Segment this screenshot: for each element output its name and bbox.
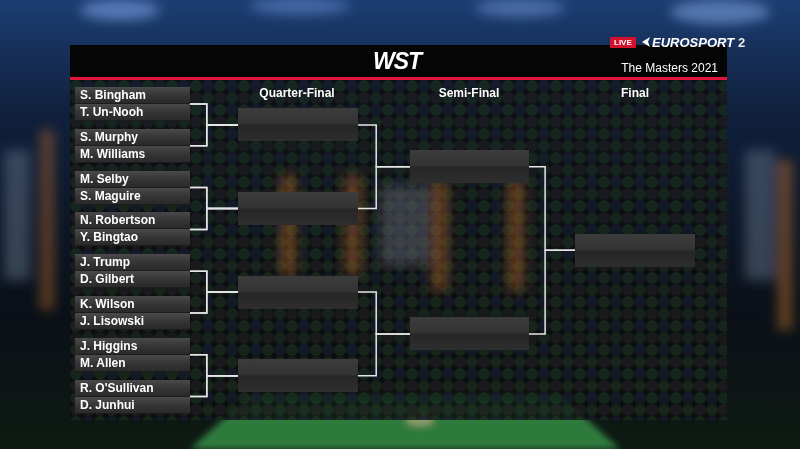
- player-bar: S. Bingham: [75, 87, 190, 104]
- light-blob: [250, 0, 350, 15]
- player-name: Y. Bingtao: [75, 229, 190, 246]
- bracket-line: [529, 250, 575, 334]
- venue-screen: [380, 185, 430, 265]
- player-bar: K. Wilson: [75, 296, 190, 313]
- player-name: J. Lisowski: [75, 313, 190, 330]
- red-rule: [70, 77, 727, 80]
- result-slot: [238, 276, 358, 309]
- result-slot: [575, 234, 695, 267]
- bracket-line: [529, 167, 575, 251]
- bracket-line: [358, 334, 410, 376]
- bracket-line: [190, 209, 238, 230]
- player-bar: J. Higgins: [75, 338, 190, 355]
- pillar: [778, 160, 792, 330]
- player-bar: M. Allen: [75, 355, 190, 372]
- player-name: S. Bingham: [75, 87, 190, 104]
- bracket-line: [190, 376, 238, 397]
- light-blob: [475, 0, 565, 17]
- player-name: J. Higgins: [75, 338, 190, 355]
- player-bar: M. Selby: [75, 171, 190, 188]
- title-text: The Masters 2021: [621, 61, 718, 75]
- venue-column: [432, 180, 448, 290]
- light-blob: [80, 0, 160, 20]
- bracket-line: [190, 104, 238, 125]
- bracket-line: [358, 292, 410, 334]
- player-bar: N. Robertson: [75, 212, 190, 229]
- result-slot: [238, 359, 358, 392]
- eurosport-arrow: [642, 37, 650, 47]
- player-bar: Y. Bingtao: [75, 229, 190, 246]
- round-heading-text: Quarter-Final: [259, 86, 334, 100]
- player-bar: R. O'Sullivan: [75, 380, 190, 397]
- channel-number-text: 2: [738, 35, 745, 50]
- channel-logo-text: EUROSPORT: [652, 35, 734, 50]
- player-name: D. Gilbert: [75, 271, 190, 288]
- player-name: J. Trump: [75, 254, 190, 271]
- result-slot: [410, 317, 529, 350]
- round-heading: Semi-Final: [399, 86, 539, 100]
- live-badge-text: LIVE: [614, 38, 632, 47]
- result-slot: [410, 150, 529, 183]
- round-heading: Final: [565, 86, 705, 100]
- player-bar: T. Un-Nooh: [75, 104, 190, 121]
- top-bar: [70, 45, 727, 77]
- panel-ground: [70, 45, 727, 420]
- bracket-line: [190, 188, 238, 209]
- pillar: [745, 150, 775, 280]
- player-name: S. Murphy: [75, 129, 190, 146]
- player-bar: S. Murphy: [75, 129, 190, 146]
- player-bar: J. Lisowski: [75, 313, 190, 330]
- bracket-line: [190, 209, 238, 230]
- bracket-line: [190, 355, 238, 376]
- venue-column: [508, 180, 524, 290]
- player-name: T. Un-Nooh: [75, 104, 190, 121]
- pillar: [40, 130, 54, 310]
- wst-logo: WST: [352, 48, 442, 75]
- bracket-line: [358, 125, 410, 167]
- wst-logo-text: WST: [373, 48, 421, 74]
- bracket-line: [190, 188, 238, 209]
- bracket-line: [190, 125, 238, 146]
- venue-column: [345, 175, 361, 275]
- bracket-line: [358, 167, 410, 209]
- pillar: [4, 150, 30, 280]
- player-name: M. Selby: [75, 171, 190, 188]
- player-bar: D. Gilbert: [75, 271, 190, 288]
- player-bar: S. Maguire: [75, 188, 190, 205]
- graphic-title: The Masters 2021: [621, 61, 718, 75]
- player-name: N. Robertson: [75, 212, 190, 229]
- player-bar: D. Junhui: [75, 397, 190, 414]
- light-blob: [670, 0, 770, 24]
- bracket-line: [190, 292, 238, 313]
- bracket-line: [190, 355, 238, 376]
- ceiling-lights: [80, 0, 770, 24]
- player-name: M. Allen: [75, 355, 190, 372]
- player-name: D. Junhui: [75, 397, 190, 414]
- live-badge: LIVE: [610, 37, 636, 48]
- player-name: K. Wilson: [75, 296, 190, 313]
- bracket-line: [190, 376, 238, 397]
- player-name: M. Williams: [75, 146, 190, 163]
- result-slot: [238, 192, 358, 225]
- bracket-line: [190, 292, 238, 313]
- result-slot: [238, 108, 358, 141]
- round-heading-text: Semi-Final: [439, 86, 500, 100]
- bracket-line: [190, 271, 238, 292]
- player-bar: M. Williams: [75, 146, 190, 163]
- channel-number: 2: [738, 35, 745, 50]
- venue-column: [280, 175, 296, 275]
- round-heading-text: Final: [621, 86, 649, 100]
- bracket-line: [190, 271, 238, 292]
- player-name: R. O'Sullivan: [75, 380, 190, 397]
- bokeh-dots: [70, 80, 727, 420]
- player-name: S. Maguire: [75, 188, 190, 205]
- bracket-line: [190, 125, 238, 146]
- bracket-line: [190, 104, 238, 125]
- round-heading: Quarter-Final: [227, 86, 367, 100]
- player-bar: J. Trump: [75, 254, 190, 271]
- channel-logo: EUROSPORT: [652, 35, 734, 50]
